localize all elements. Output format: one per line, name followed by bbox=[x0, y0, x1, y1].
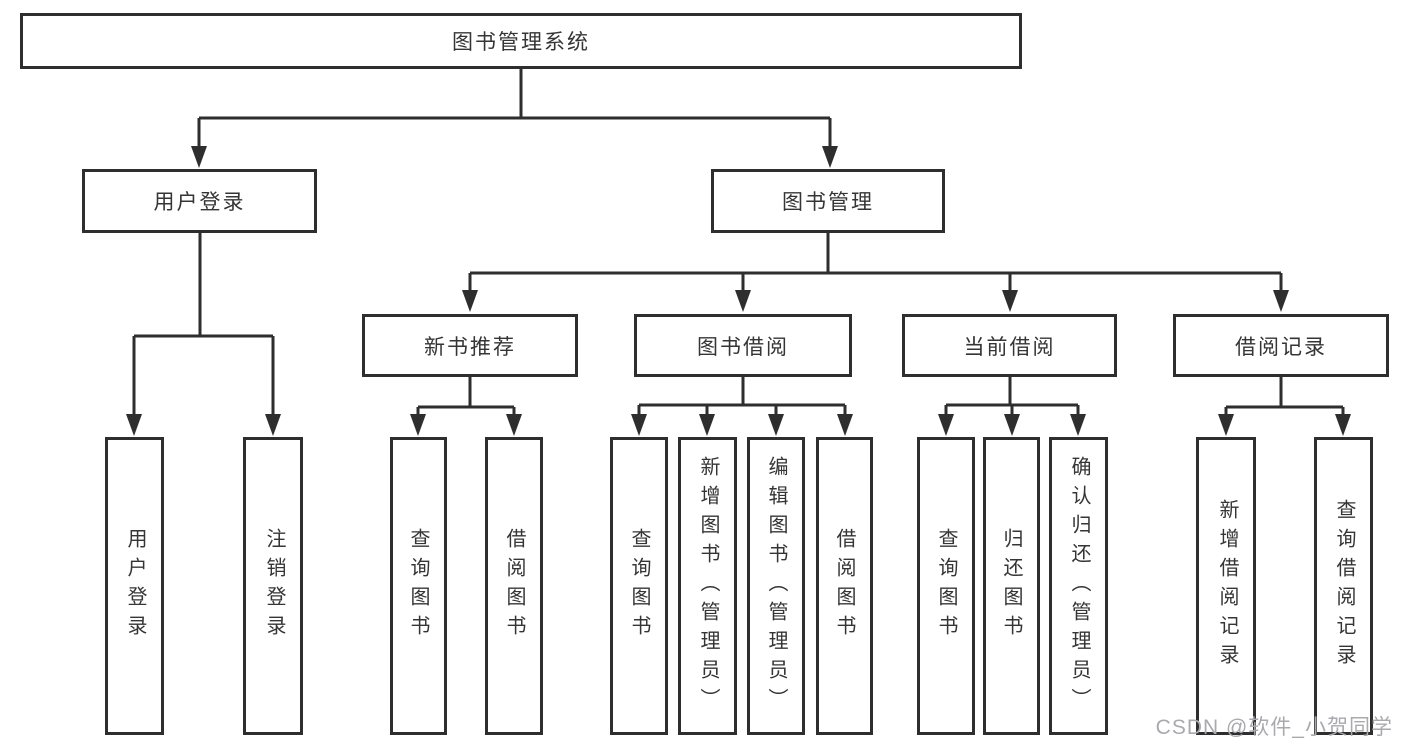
arrowhead bbox=[506, 414, 522, 436]
arrowhead bbox=[631, 414, 647, 436]
leaf-confirm-return-admin: 确认归还（管理员） bbox=[1049, 437, 1108, 735]
arrowhead bbox=[938, 414, 954, 436]
arrowhead bbox=[822, 146, 838, 168]
leaf-add-books-admin: 新增图书（管理员） bbox=[678, 437, 737, 735]
arrowhead bbox=[768, 414, 784, 436]
arrowhead bbox=[265, 414, 281, 436]
leaf-borrow-books-recommend: 借阅图书 bbox=[485, 437, 543, 735]
arrowhead bbox=[191, 146, 207, 168]
arrowheads bbox=[126, 146, 1351, 436]
node-current-borrow: 当前借阅 bbox=[902, 314, 1117, 377]
csdn-watermark: CSDN @软件_小贺同学 bbox=[1155, 716, 1393, 739]
arrowhead bbox=[410, 414, 426, 436]
branch-user-login bbox=[132, 233, 275, 418]
leaf-user-login: 用户登录 bbox=[105, 437, 164, 735]
leaf-query-books-borrow: 查询图书 bbox=[610, 437, 668, 735]
node-new-book-recommend: 新书推荐 bbox=[362, 314, 578, 377]
branch-root-to-level2 bbox=[197, 69, 832, 150]
node-book-management: 图书管理 bbox=[711, 169, 945, 233]
node-borrow-records: 借阅记录 bbox=[1173, 314, 1389, 377]
branch-current-borrow bbox=[944, 377, 1080, 418]
leaf-query-books-recommend: 查询图书 bbox=[390, 437, 447, 735]
leaf-query-borrow-record: 查询借阅记录 bbox=[1314, 437, 1373, 735]
arrowhead bbox=[1218, 414, 1234, 436]
branch-book-management bbox=[468, 233, 1283, 294]
node-book-borrow: 图书借阅 bbox=[634, 314, 852, 377]
arrowhead bbox=[462, 290, 478, 312]
leaf-logout: 注销登录 bbox=[243, 437, 303, 735]
branch-book-borrow bbox=[637, 377, 847, 418]
branch-new-book-recommend bbox=[416, 377, 516, 418]
leaf-query-books-current: 查询图书 bbox=[917, 437, 975, 735]
arrowhead bbox=[1335, 414, 1351, 436]
leaf-edit-books-admin: 编辑图书（管理员） bbox=[747, 437, 805, 735]
arrowhead bbox=[1273, 290, 1289, 312]
arrowhead bbox=[837, 414, 853, 436]
arrowhead bbox=[1002, 290, 1018, 312]
arrowhead bbox=[1070, 414, 1086, 436]
leaf-add-borrow-record: 新增借阅记录 bbox=[1196, 437, 1256, 735]
leaf-borrow-books: 借阅图书 bbox=[816, 437, 873, 735]
node-library-management-system: 图书管理系统 bbox=[20, 13, 1022, 69]
arrowhead bbox=[735, 290, 751, 312]
leaf-return-books: 归还图书 bbox=[983, 437, 1040, 735]
arrowhead bbox=[126, 414, 142, 436]
arrowhead bbox=[1004, 414, 1020, 436]
branch-borrow-records bbox=[1224, 377, 1345, 418]
arrowhead bbox=[699, 414, 715, 436]
node-user-login: 用户登录 bbox=[82, 169, 317, 233]
